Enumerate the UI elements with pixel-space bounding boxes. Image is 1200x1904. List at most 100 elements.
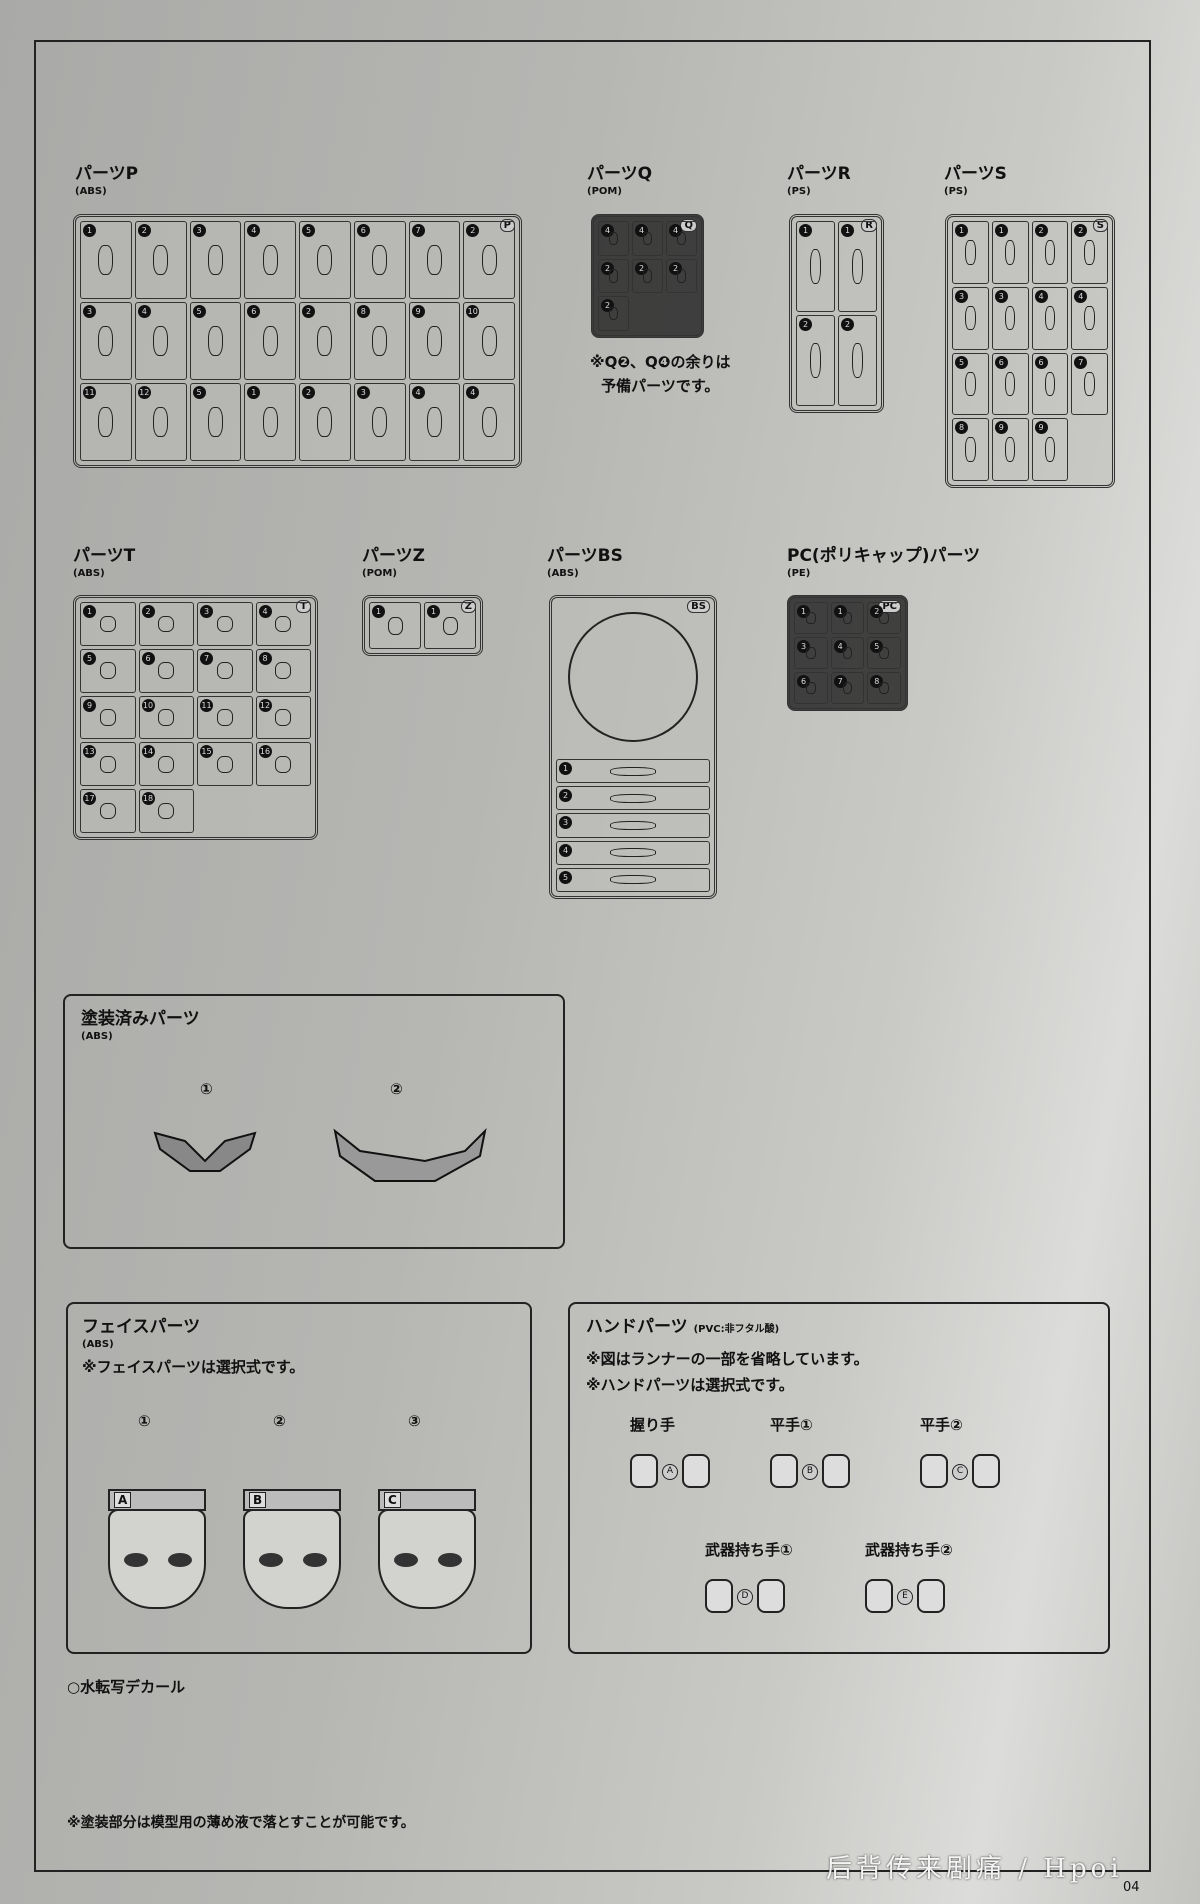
part-number-badge: 15 — [200, 745, 213, 759]
runner-part: 5 — [189, 302, 242, 380]
runner-part: 1 — [369, 602, 421, 649]
runner-tag: Z — [460, 600, 476, 613]
part-number-badge: 9 — [1034, 421, 1048, 435]
part-shape — [372, 325, 388, 357]
hand-icon — [770, 1454, 798, 1488]
runner-part: 5 — [867, 637, 901, 669]
runner-part: 2 — [1031, 221, 1069, 284]
part-number-badge: 4 — [258, 605, 272, 618]
runner-part: 9 — [1031, 418, 1069, 481]
part-shape — [98, 244, 114, 276]
part-shape — [1004, 305, 1016, 331]
runner-part: 11 — [80, 383, 132, 461]
part-number-badge: 9 — [83, 698, 96, 712]
runner-part: 3 — [991, 286, 1029, 350]
hand-letter: C — [952, 1464, 968, 1480]
part-number-badge: 2 — [1034, 224, 1048, 237]
q-note-line: ※Q❷、Q❹の余りは — [590, 353, 731, 371]
runner-part: 2 — [598, 296, 629, 331]
hand-icon — [917, 1579, 945, 1613]
hand-icon — [822, 1454, 850, 1488]
hand-part: A — [630, 1454, 710, 1490]
part-number-badge: 6 — [994, 355, 1008, 369]
part-shape — [809, 342, 822, 379]
part-shape — [806, 612, 816, 624]
part-number-badge: 8 — [356, 305, 370, 318]
runner-part: 5 — [189, 383, 242, 461]
painted-parts-illustration — [153, 1127, 487, 1182]
runner-part: 4 — [830, 637, 865, 669]
runner-part: 7 — [830, 672, 865, 704]
part-number-badge: 18 — [141, 792, 155, 806]
hand-label: 武器持ち手① — [705, 1541, 793, 1559]
runner-part: 3 — [189, 221, 242, 299]
runner-part: 1 — [80, 602, 136, 646]
runner-part: 7 — [1071, 352, 1108, 416]
part-shape — [262, 325, 278, 357]
part-shape — [153, 325, 169, 357]
part-shape — [610, 875, 656, 885]
runner-title: パーツR(PS) — [787, 164, 851, 197]
part-shape — [275, 755, 292, 773]
part-shape — [1044, 240, 1056, 265]
part-number-badge: 9 — [411, 305, 425, 318]
runner-part: 8 — [867, 672, 901, 704]
part-shape — [426, 325, 442, 357]
runner-part: 2 — [632, 258, 663, 294]
part-number-badge: 3 — [356, 386, 370, 399]
part-shape — [275, 615, 292, 633]
runner-part: 12 — [255, 695, 311, 740]
runner-part: 6 — [1031, 352, 1069, 416]
part-shape — [207, 406, 223, 438]
hand-parts-box: ハンドパーツ (PVC:非フタル酸) ※図はランナーの一部を省略しています。 ※… — [568, 1302, 1110, 1654]
face-number: ② — [273, 1412, 286, 1430]
footer-note: ※塗装部分は模型用の薄め液で落とすことが可能です。 — [67, 1815, 415, 1831]
face-letter: B — [249, 1492, 267, 1508]
hand-label: 平手② — [920, 1416, 963, 1434]
hand-part: C — [920, 1454, 1000, 1490]
eye — [303, 1553, 327, 1567]
hand-letter: E — [897, 1589, 913, 1605]
runner-part: 4 — [1071, 286, 1108, 350]
runner-part: 15 — [197, 742, 253, 787]
part-shape — [965, 305, 976, 331]
runner-part: 2 — [867, 602, 901, 634]
runner-part: 5 — [556, 867, 710, 892]
part-shape — [317, 244, 333, 276]
part-shape — [98, 406, 114, 438]
part-shape — [158, 615, 175, 633]
runner-part: 1 — [830, 602, 865, 634]
face-part-c: C — [378, 1489, 476, 1609]
hand-icon — [630, 1454, 658, 1488]
part-shape — [806, 682, 816, 694]
part-shape — [153, 406, 169, 438]
hand-part: D — [705, 1579, 785, 1615]
hand-label: 平手① — [770, 1416, 813, 1434]
part-number-badge: 1 — [559, 762, 572, 776]
q-spare-note: ※Q❷、Q❹の余りは 予備パーツです。 — [590, 350, 731, 398]
runner-part: 10 — [138, 695, 194, 740]
runner-title: パーツT(ABS) — [73, 546, 136, 579]
painted-title: 塗装済みパーツ(ABS) — [81, 1009, 200, 1042]
part-shape — [1044, 305, 1056, 331]
runner-title: パーツQ(POM) — [587, 164, 653, 197]
hand-icon — [920, 1454, 948, 1488]
face-letter: C — [384, 1492, 401, 1508]
hand-title: ハンドパーツ (PVC:非フタル酸) — [586, 1317, 780, 1337]
runner-part: 6 — [794, 672, 828, 704]
part-shape — [158, 755, 175, 773]
part-shape — [99, 615, 116, 633]
face-letter: A — [114, 1492, 132, 1508]
runner-part: 1 — [794, 602, 828, 634]
part-number-badge: 1 — [372, 605, 385, 618]
painted-item-label: ① — [200, 1080, 213, 1098]
base-disc — [568, 612, 698, 742]
part-shape — [481, 325, 497, 357]
part-shape — [609, 307, 618, 321]
part-shape — [677, 231, 686, 245]
part-shape — [372, 406, 388, 438]
part-shape — [262, 406, 278, 438]
